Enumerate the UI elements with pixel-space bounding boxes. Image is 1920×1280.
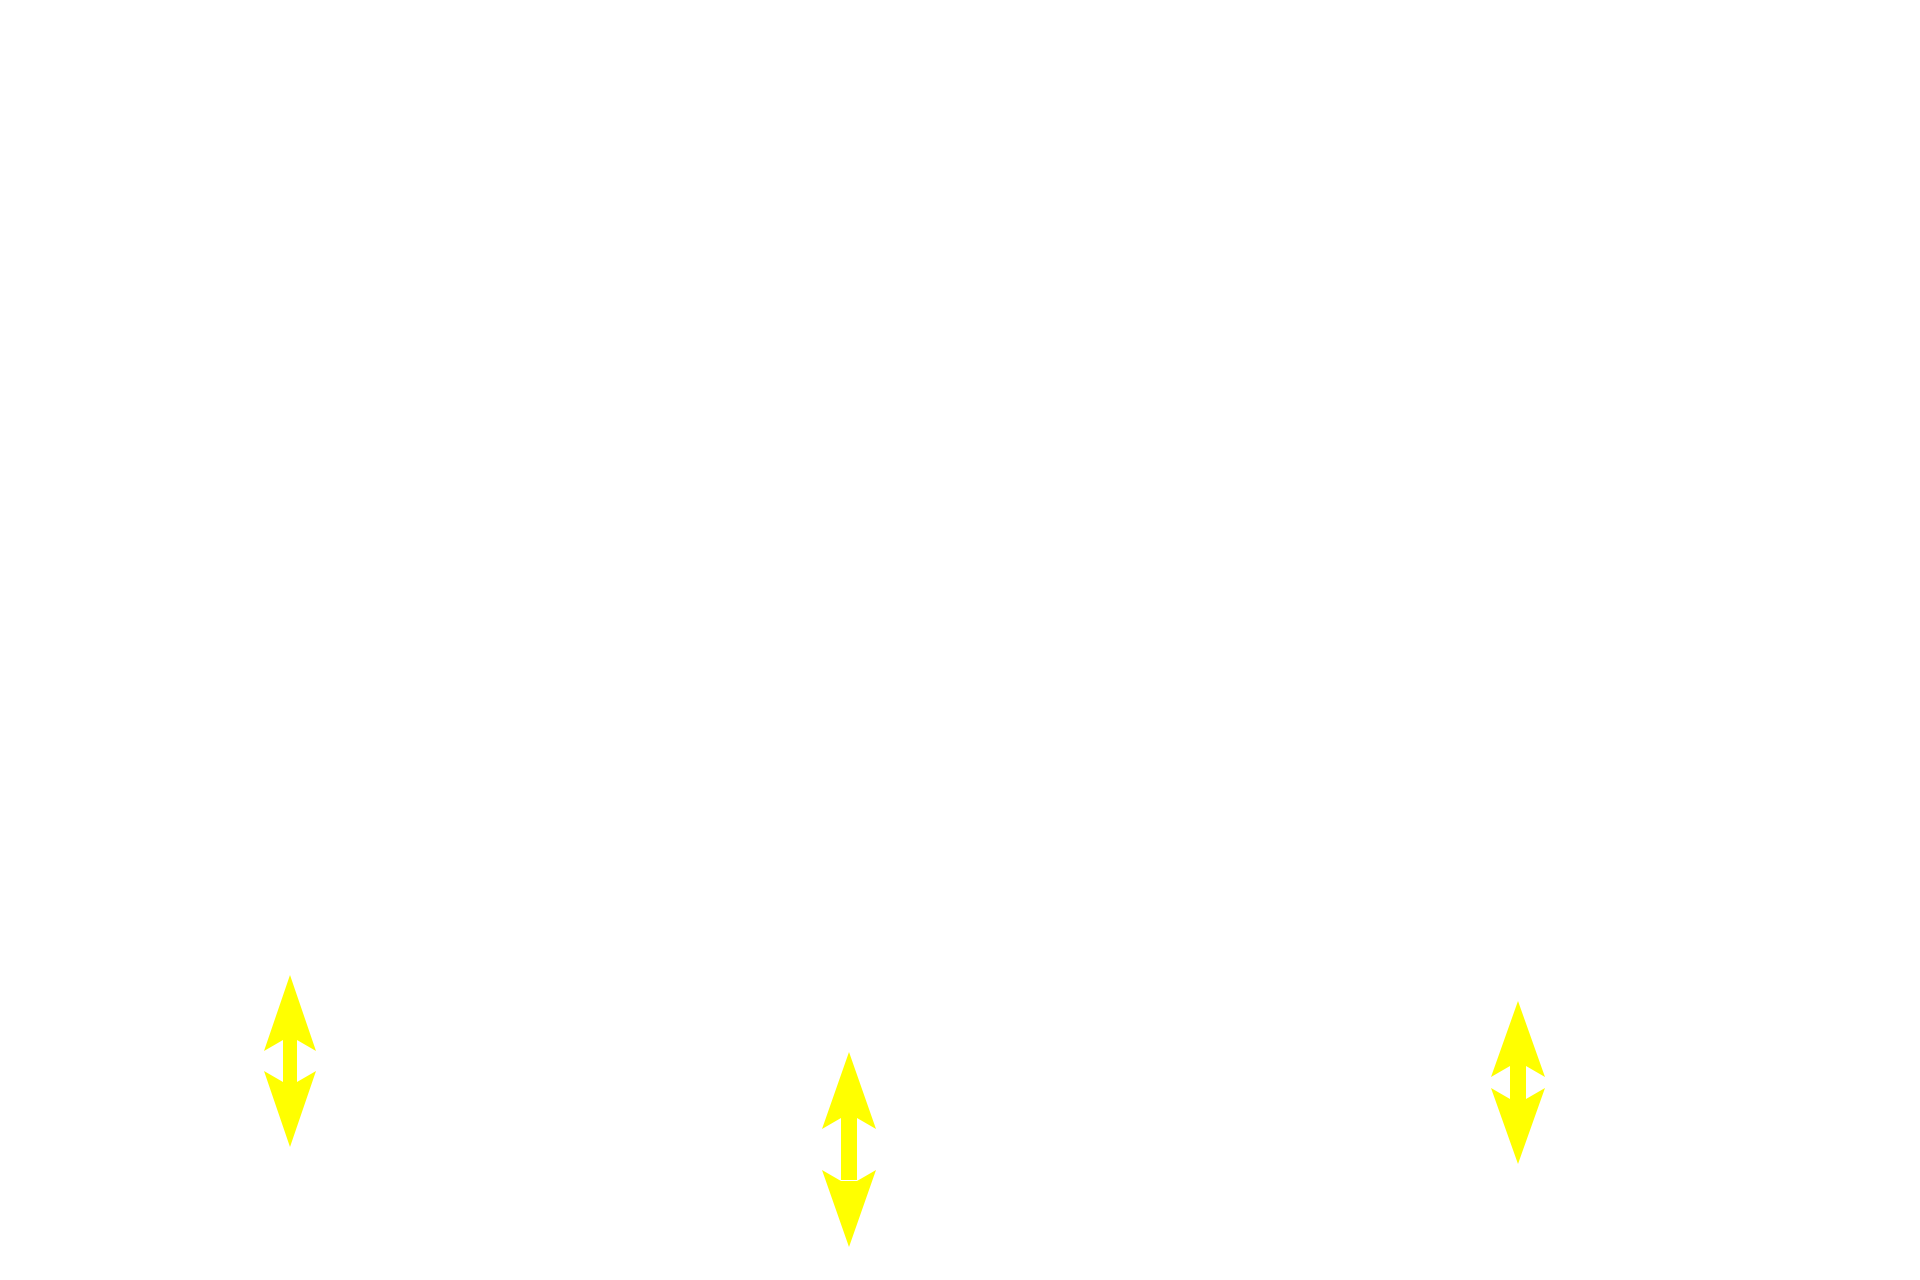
arrow-right-up-head [1491, 1001, 1545, 1101]
arrow-right-icon [1491, 1001, 1545, 1164]
arrow-left-up-head [264, 975, 316, 1084]
arrow-middle-down-head [822, 1170, 876, 1247]
arrow-left-icon [264, 975, 316, 1147]
arrow-right-down-head [1491, 1088, 1545, 1164]
arrow-left-down-head [264, 1071, 316, 1147]
arrow-middle-icon [822, 1052, 876, 1247]
arrow-middle-up-head [822, 1052, 876, 1180]
